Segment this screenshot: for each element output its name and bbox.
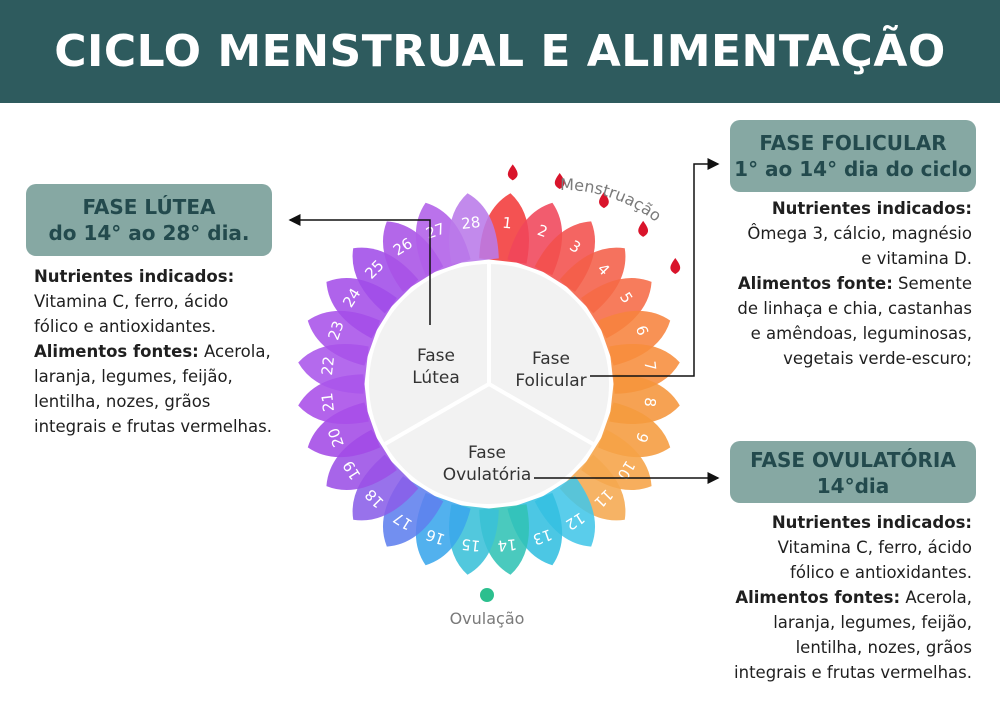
folicular-foods-title: Alimentos fonte: [737,274,893,293]
folicular-nutrients-line-1: Ômega 3, cálcio, magnésio [747,224,972,243]
ovulation-dot [480,588,494,602]
box-fase-ovulatoria: FASE OVULATÓRIA 14°dia [730,441,976,503]
folicular-foods-line-1: Semente [892,274,972,293]
day-label-13: 13 [531,525,555,548]
folicular-nutrients-line-2: e vitamina D. [861,249,972,268]
ovulatoria-foods-title: Alimentos fontes: [735,588,901,607]
blood-drop-icon [507,164,518,181]
ovulatoria-foods-line-3: lentilha, nozes, grãos [795,638,972,657]
day-petal-19 [326,429,397,491]
center-label-folicular-1: Fase [532,349,570,369]
day-label-21: 21 [318,392,338,413]
lutea-foods-line-3: lentilha, nozes, grãos [34,392,211,411]
day-label-15: 15 [460,535,481,555]
box-ovulatoria-line-1: FASE OVULATÓRIA [750,448,956,472]
day-petals [298,193,680,575]
ovulatoria-foods-line-1: Acerola, [900,588,972,607]
day-petal-5 [581,277,652,339]
ovulatoria-foods-line-4: integrais e frutas vermelhas. [734,663,972,682]
folicular-foods-line-2: de linhaça e chia, castanhas [737,299,972,318]
day-label-20: 20 [324,426,347,450]
blood-drop-icon [554,173,565,190]
header-banner: CICLO MENSTRUAL E ALIMENTAÇÃO [0,0,1000,103]
center-label-ovulatoria-1: Fase [468,443,506,463]
center-label-lutea-2: Lútea [412,368,460,388]
box-lutea-line-1: FASE LÚTEA [82,195,216,219]
day-label-23: 23 [324,319,347,343]
center-label-ovulatoria-2: Ovulatória [443,465,532,485]
lutea-nutrients-title: Nutrientes indicados: [34,267,235,286]
center-label-lutea-1: Fase [417,346,455,366]
lutea-nutrients-line-1: Vitamina C, ferro, ácido [34,292,229,311]
blood-drop-icon [638,220,649,237]
lutea-foods-title: Alimentos fontes: [34,342,199,361]
box-folicular-line-2: 1° ao 14° dia do ciclo [734,157,972,181]
day-label-28: 28 [460,213,481,233]
day-label-8: 8 [641,396,660,408]
lutea-nutrients-line-2: fólico e antioxidantes. [34,317,216,336]
ovulatoria-nutrients-line-1: Vitamina C, ferro, ácido [777,538,972,557]
connector-folicular [590,158,720,377]
day-label-16: 16 [424,525,448,548]
day-petal-26 [382,221,444,292]
menstruation-label: Menstruação [560,175,665,226]
day-label-22: 22 [318,355,338,376]
folicular-nutrients-title: Nutrientes indicados: [771,199,972,218]
menstruation-drops [507,164,681,274]
day-label-1: 1 [501,214,513,233]
day-label-7: 7 [641,360,660,372]
lutea-foods-line-1: Acerola, [198,342,271,361]
connector-lines [288,158,720,484]
center-dividers [384,264,594,446]
day-petal-12 [534,476,596,547]
box-fase-folicular: FASE FOLICULAR 1° ao 14° dia do ciclo [730,120,976,192]
ovulatoria-nutrients-line-2: fólico e antioxidantes. [790,563,972,582]
box-fase-lutea: FASE LÚTEA do 14° ao 28° dia. [26,184,272,256]
ovulatoria-nutrients-title: Nutrientes indicados: [771,513,972,532]
ovulatoria-foods-line-2: laranja, legumes, feijão, [773,613,972,632]
ovulation-label: Ovulação [450,609,525,628]
menstruation-label-text: Menstruação [560,175,665,226]
info-ovulatoria: Nutrientes indicados: Vitamina C, ferro,… [734,510,972,685]
box-ovulatoria-line-2: 14°dia [816,474,890,498]
lutea-foods-line-4: integrais e frutas vermelhas. [34,417,272,436]
folicular-foods-line-3: e amêndoas, leguminosas, [750,324,972,343]
box-lutea-line-2: do 14° ao 28° dia. [48,221,250,245]
box-folicular-line-1: FASE FOLICULAR [759,131,947,155]
info-folicular: Nutrientes indicados: Ômega 3, cálcio, m… [737,196,972,371]
day-petal-28 [449,193,499,264]
day-label-14: 14 [497,535,518,555]
center-label-folicular-2: Folicular [515,371,586,391]
blood-drop-icon [670,257,681,274]
lutea-foods-line-2: laranja, legumes, feijão, [34,367,233,386]
connector-lutea [288,214,431,325]
page-title: CICLO MENSTRUAL E ALIMENTAÇÃO [54,26,946,77]
folicular-foods-line-4: vegetais verde-escuro; [783,349,972,368]
info-lutea: Nutrientes indicados: Vitamina C, ferro,… [34,264,272,439]
blood-drop-icon [599,192,609,209]
